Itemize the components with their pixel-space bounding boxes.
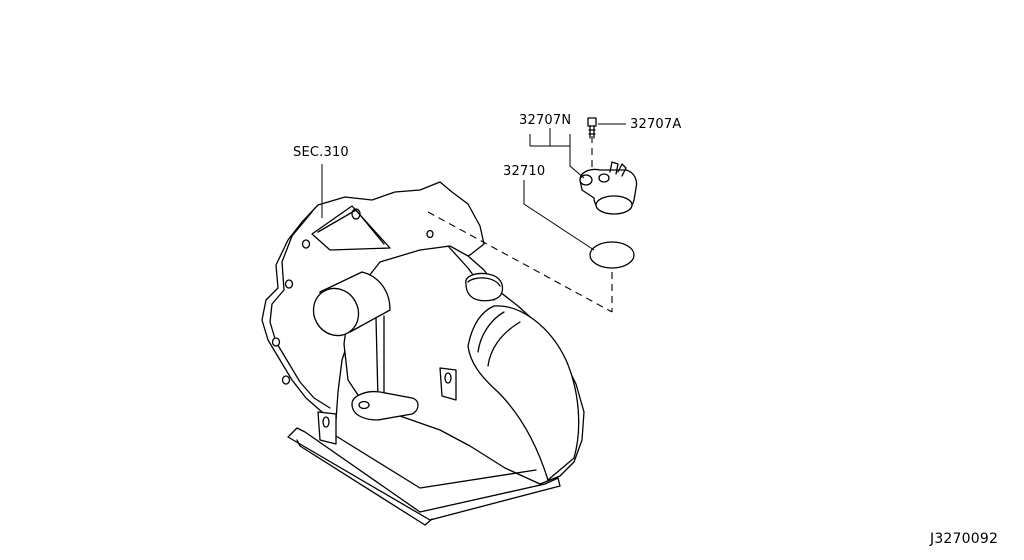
part-number-32707n-label: 32707N <box>519 113 572 128</box>
diagram-code-label: J3270092 <box>930 531 999 547</box>
callout-leaders <box>523 123 626 251</box>
oil-pan <box>287 427 561 521</box>
mount-foot <box>351 390 419 421</box>
mount-tab-left <box>317 411 337 445</box>
part-number-32707a-label: 32707A <box>630 117 682 132</box>
bolt <box>587 117 597 127</box>
transmission-case <box>261 181 585 526</box>
part-number-32710-label: 32710 <box>503 164 546 179</box>
o-ring <box>589 241 635 269</box>
section-reference-label: SEC.310 <box>293 145 349 160</box>
differential-housing <box>467 305 580 481</box>
speed-sensor-assembly <box>579 117 638 269</box>
mount-tab-right <box>439 367 457 401</box>
